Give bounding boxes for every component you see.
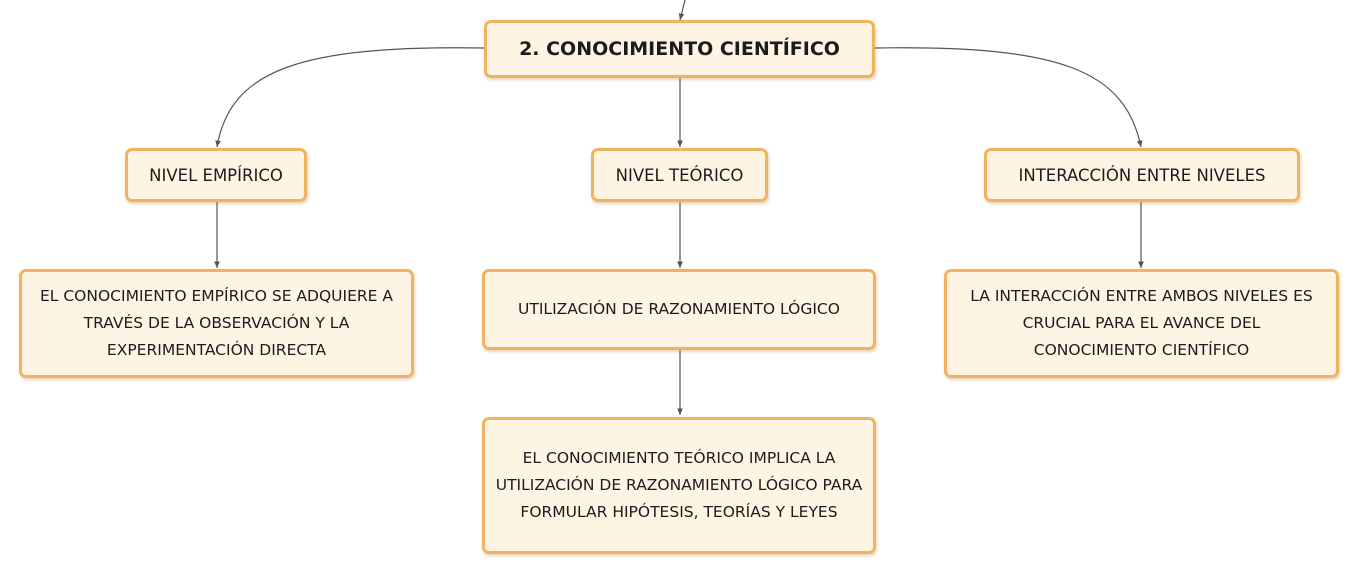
node-nivel-empirico-label: NIVEL EMPÍRICO [149, 165, 283, 185]
node-teorico-detail-label: EL CONOCIMIENTO TEÓRICO IMPLICA LA UTILI… [495, 449, 863, 521]
node-teorico-detail[interactable]: EL CONOCIMIENTO TEÓRICO IMPLICA LA UTILI… [482, 417, 876, 554]
node-razonamiento-logico-label: UTILIZACIÓN DE RAZONAMIENTO LÓGICO [518, 300, 840, 318]
node-empirico-detail[interactable]: EL CONOCIMIENTO EMPÍRICO SE ADQUIERE A T… [19, 269, 414, 378]
node-interaccion-detail-label: LA INTERACCIÓN ENTRE AMBOS NIVELES ES CR… [970, 287, 1313, 359]
node-razonamiento-logico[interactable]: UTILIZACIÓN DE RAZONAMIENTO LÓGICO [482, 269, 876, 350]
node-interaccion-detail[interactable]: LA INTERACCIÓN ENTRE AMBOS NIVELES ES CR… [944, 269, 1339, 378]
node-interaccion-entre-niveles[interactable]: INTERACCIÓN ENTRE NIVELES [984, 148, 1300, 202]
node-nivel-teorico[interactable]: NIVEL TEÓRICO [591, 148, 768, 202]
root-node-label: 2. CONOCIMIENTO CIENTÍFICO [519, 37, 840, 60]
connector-root-to-empirico [215, 47, 485, 148]
node-interaccion-entre-niveles-label: INTERACCIÓN ENTRE NIVELES [1018, 165, 1266, 185]
connector-root-to-interaccion [874, 47, 1143, 148]
node-empirico-detail-label: EL CONOCIMIENTO EMPÍRICO SE ADQUIERE A T… [40, 287, 393, 359]
node-nivel-teorico-label: NIVEL TEÓRICO [615, 165, 744, 185]
node-nivel-empirico[interactable]: NIVEL EMPÍRICO [125, 148, 307, 202]
root-node[interactable]: 2. CONOCIMIENTO CIENTÍFICO [484, 20, 875, 78]
connector-parent-to-root [678, 0, 686, 21]
